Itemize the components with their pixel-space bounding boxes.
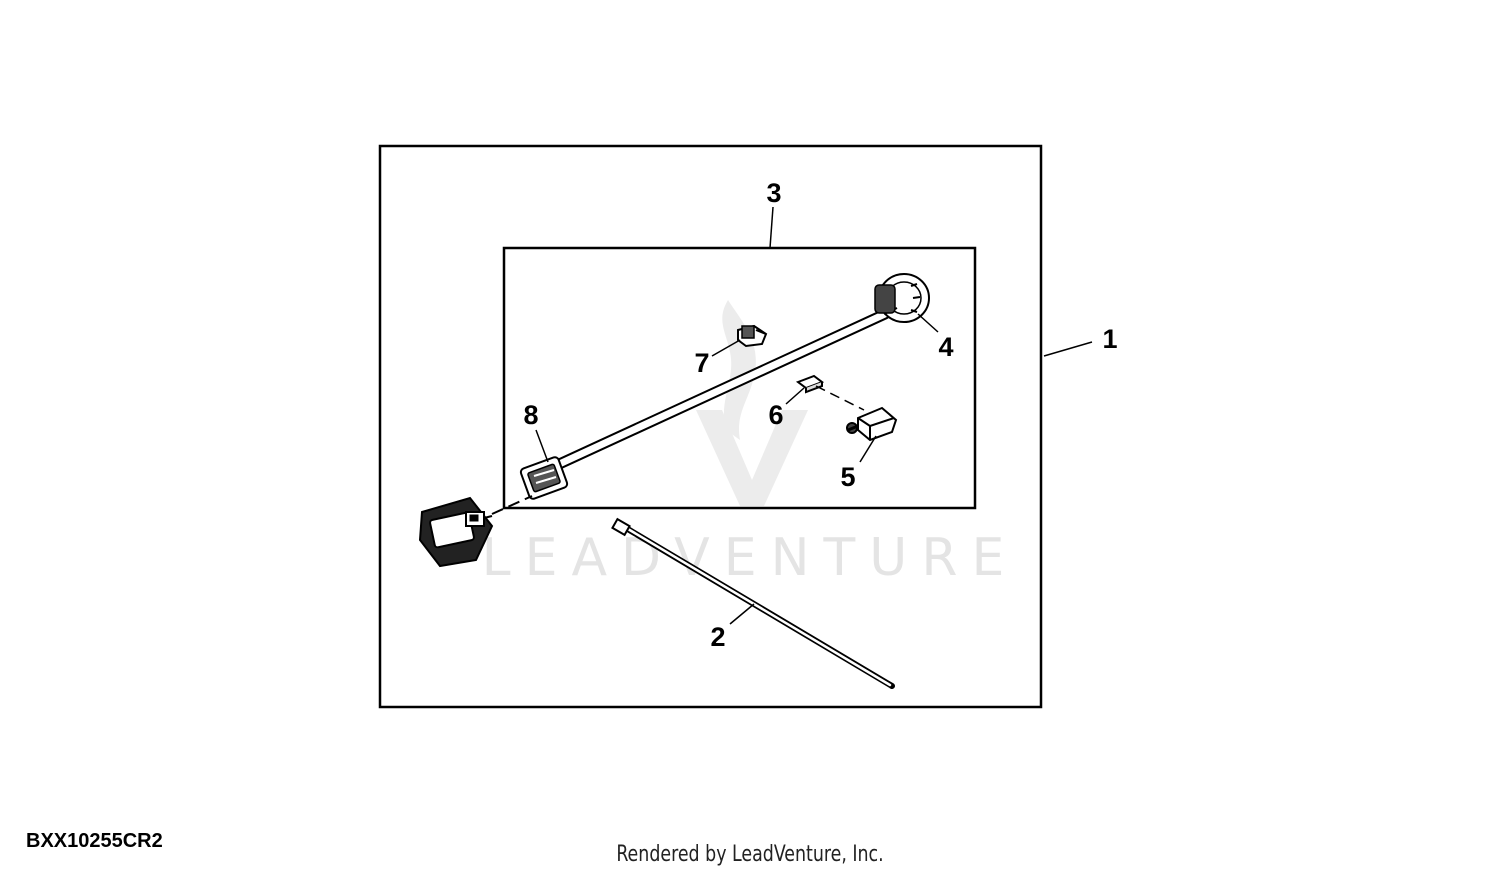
figure-code: BXX10255CR2 <box>26 830 163 852</box>
small-plug <box>795 374 825 394</box>
callout-5: 5 <box>840 462 855 492</box>
render-credit: Rendered by LeadVenture, Inc. <box>616 842 884 867</box>
callouts: 1 2 3 4 5 6 7 8 <box>523 178 1117 652</box>
watermark: LEADVENTURE <box>482 300 1019 588</box>
rect-connector <box>519 456 569 500</box>
watermark-text: LEADVENTURE <box>482 528 1019 588</box>
clip <box>737 324 768 348</box>
kit-outer-box <box>378 144 1043 709</box>
socket-leader <box>491 495 533 515</box>
cable-tie <box>611 517 895 689</box>
callout-3: 3 <box>766 178 781 208</box>
callout-4: 4 <box>938 332 953 362</box>
sensor-leader <box>815 385 865 411</box>
callout-8: 8 <box>523 400 538 430</box>
callout-2: 2 <box>710 622 725 652</box>
harness-inner-box <box>502 246 977 510</box>
panel-socket <box>418 496 494 568</box>
leader-lines <box>535 206 1093 625</box>
callout-6: 6 <box>768 400 783 430</box>
sensor <box>846 406 898 442</box>
harness-cable <box>549 308 891 472</box>
callout-7: 7 <box>694 348 709 378</box>
callout-1: 1 <box>1102 324 1117 354</box>
round-connector <box>874 273 930 323</box>
